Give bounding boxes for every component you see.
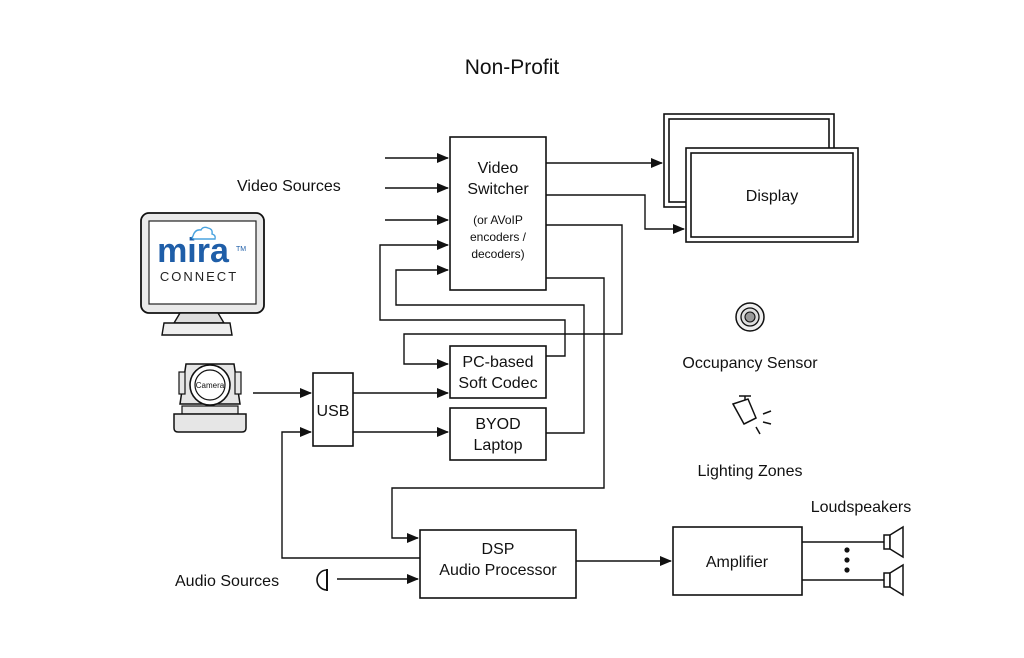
mira-connect-monitor-icon: mira TM CONNECT (140, 212, 265, 336)
connection-wires (253, 153, 884, 584)
video-switcher-block: Video Switcher (or AVoIP encoders / deco… (449, 136, 547, 291)
amplifier-label: Amplifier (706, 554, 769, 571)
lighting-zones-label: Lighting Zones (698, 463, 803, 480)
dsp-line2: Audio Processor (439, 562, 557, 579)
occupancy-sensor-label: Occupancy Sensor (682, 355, 818, 372)
video-switcher-note1: (or AVoIP (473, 213, 523, 227)
occupancy-sensor-icon (735, 302, 765, 332)
camera-icon: Camera (173, 363, 247, 433)
speaker-icon (883, 525, 904, 597)
dsp-block: DSP Audio Processor (419, 529, 577, 599)
usb-label: USB (317, 403, 350, 420)
pc-codec-block: PC-based Soft Codec (449, 345, 547, 399)
diagram-title: Non-Profit (465, 56, 560, 79)
video-switcher-line1: Video (478, 160, 519, 177)
light-fixture-icon (731, 395, 772, 435)
dsp-line1: DSP (482, 541, 515, 558)
video-switcher-line2: Switcher (467, 181, 529, 198)
pc-codec-line1: PC-based (462, 354, 533, 371)
usb-block: USB (312, 372, 354, 447)
video-sources-label: Video Sources (237, 178, 341, 195)
video-switcher-note2: encoders / (470, 230, 527, 244)
video-switcher-note3: decoders) (471, 247, 524, 261)
display-block: Display (663, 113, 859, 243)
mira-sub: CONNECT (160, 269, 238, 284)
audio-sources-label: Audio Sources (175, 573, 279, 590)
byod-line1: BYOD (475, 416, 520, 433)
amplifier-block: Amplifier (672, 526, 803, 596)
loudspeakers-label: Loudspeakers (811, 499, 912, 516)
byod-line2: Laptop (474, 437, 523, 454)
display-label: Display (746, 188, 798, 205)
microphone-icon (316, 569, 328, 591)
pc-codec-line2: Soft Codec (458, 375, 537, 392)
byod-block: BYOD Laptop (449, 407, 547, 461)
speaker-ellipsis (844, 547, 850, 573)
camera-label: Camera (196, 381, 225, 390)
mira-tm: TM (236, 246, 246, 253)
